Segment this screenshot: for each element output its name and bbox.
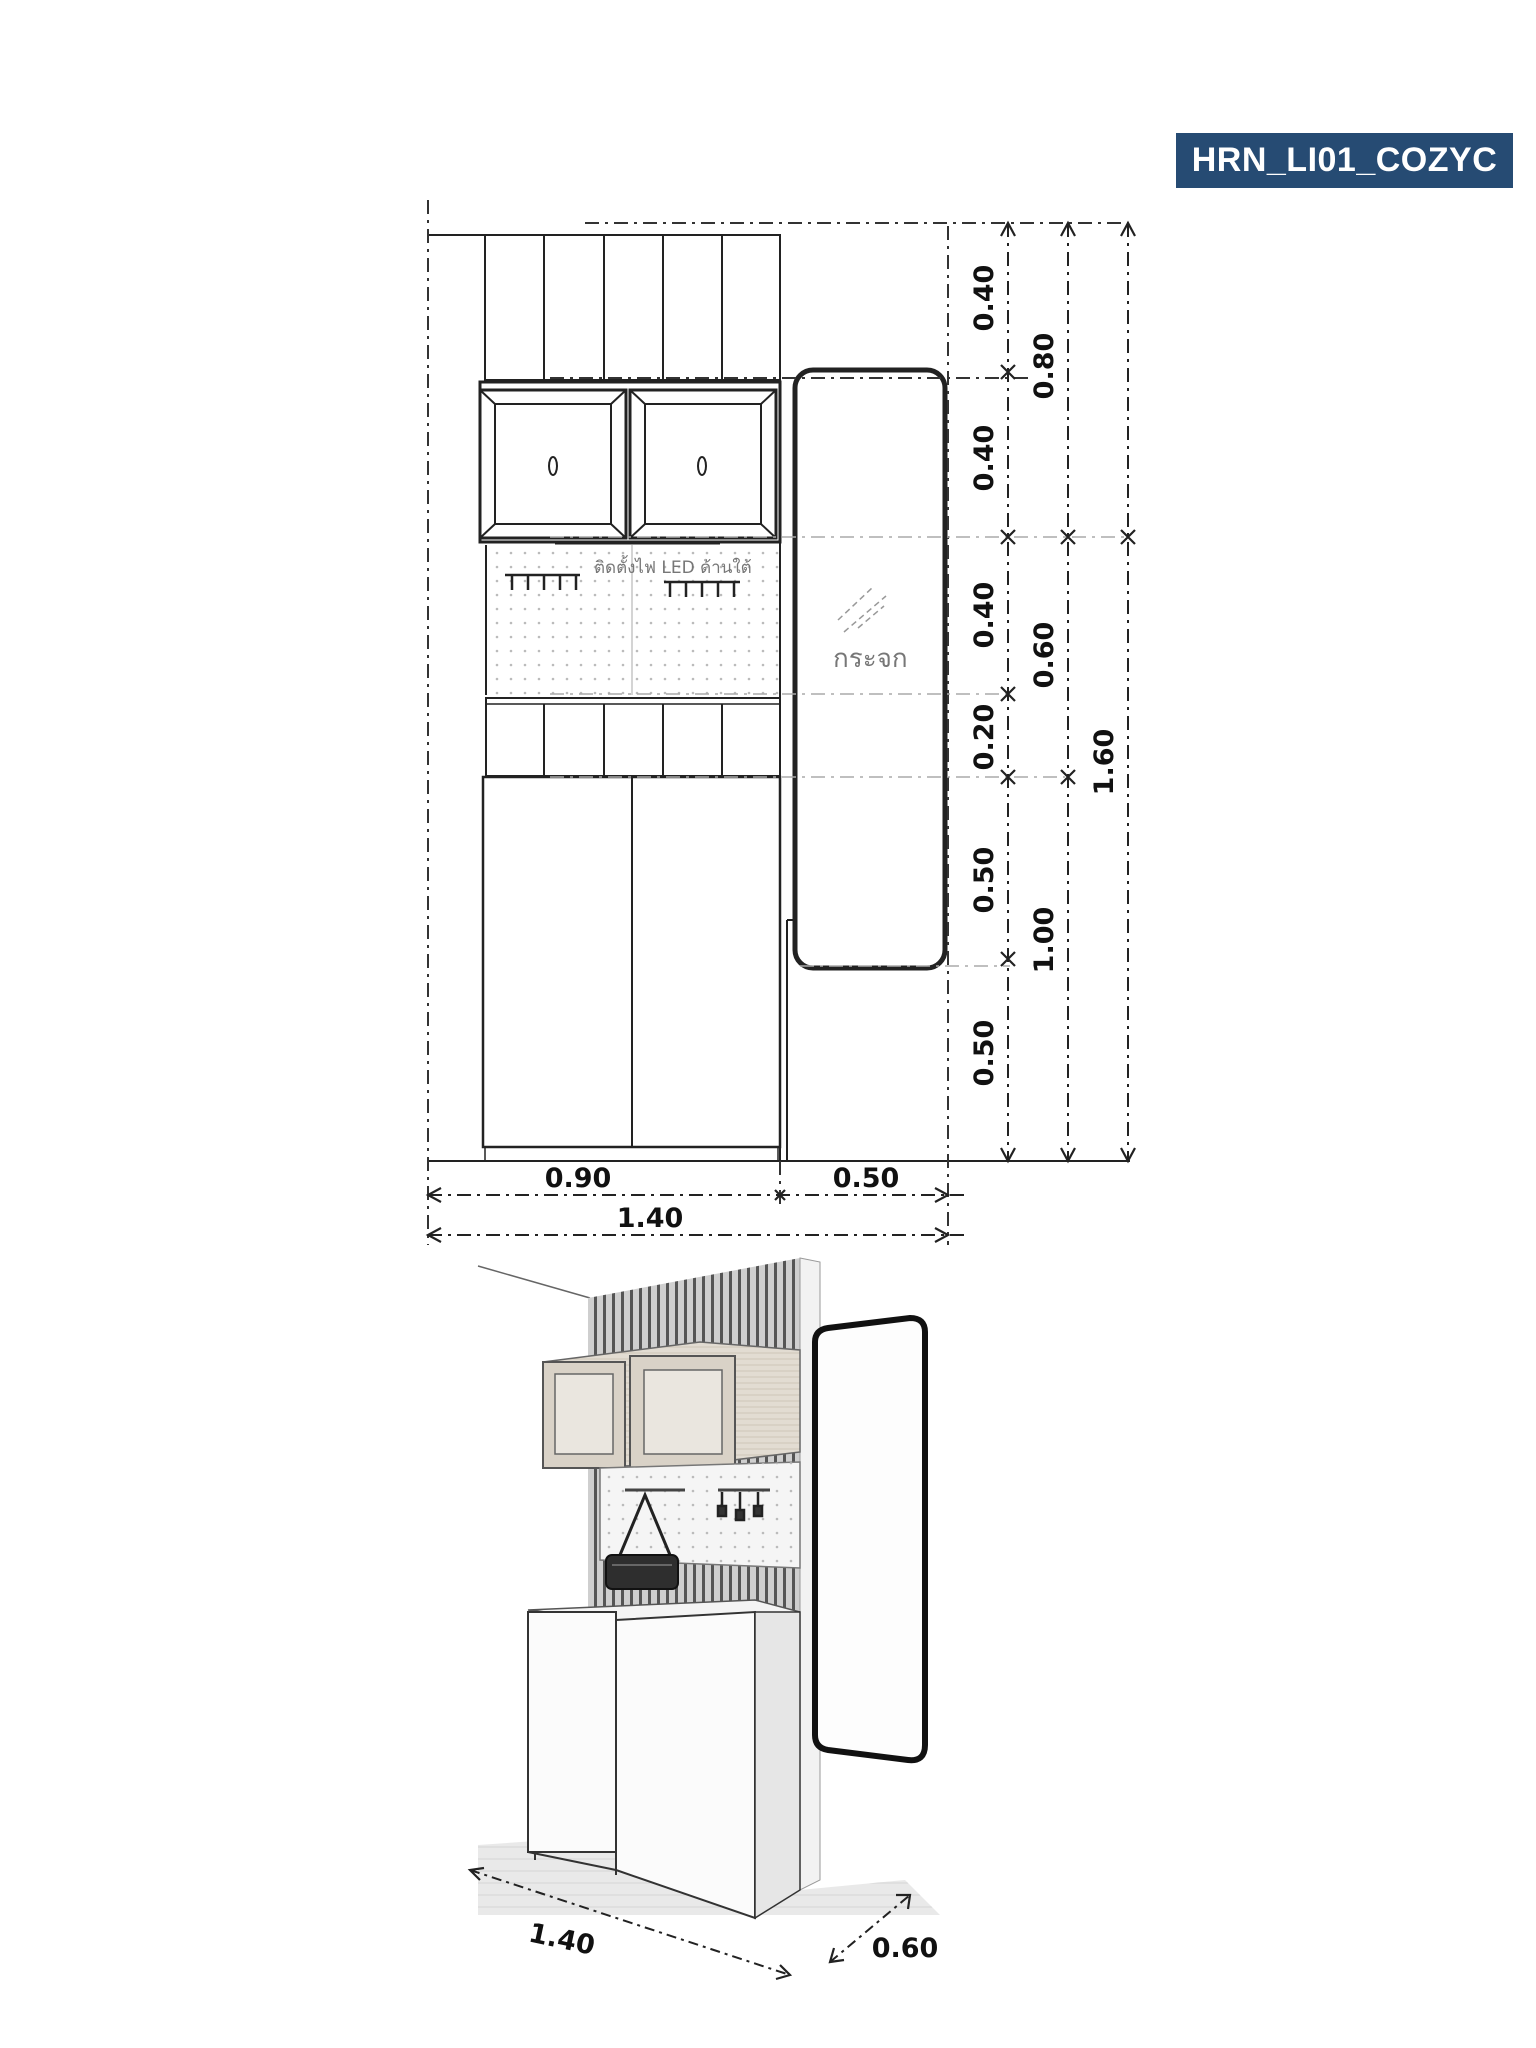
width-total-label: 1.40 <box>617 1203 684 1234</box>
perspective-view: 1.40 0.60 <box>467 1257 940 1981</box>
elevation-drawing <box>428 234 1130 1162</box>
perspective-dim-arrows <box>467 1866 912 1981</box>
dim-label: 1.60 <box>1089 729 1120 796</box>
dim-label: 0.40 <box>969 582 1000 649</box>
width-cabinet-label: 0.90 <box>545 1163 612 1194</box>
inner-dim-labels: 0.40 0.40 0.40 0.20 0.50 0.50 <box>969 265 1000 1087</box>
pegboard-perspective <box>599 1461 801 1569</box>
mirror-perspective <box>812 1314 928 1764</box>
dim-label: 0.80 <box>1029 333 1060 400</box>
vertical-dim-lines <box>1007 223 1129 1161</box>
shoe-cabinet-perspective <box>527 1599 801 1920</box>
perspective-depth-label: 0.60 <box>872 1933 939 1964</box>
width-mirror-label: 0.50 <box>833 1163 900 1194</box>
keys-icon <box>716 1492 764 1522</box>
product-code-badge: HRN_LI01_COZYC <box>1176 133 1513 188</box>
dim-label: 0.40 <box>969 425 1000 492</box>
pegboard-panel <box>485 545 780 695</box>
perspective-dim-lines <box>469 1869 911 1976</box>
dim-label: 0.50 <box>969 847 1000 914</box>
hook-rail-left <box>505 573 580 590</box>
bag-icon <box>605 1491 679 1590</box>
horizontal-dim-lines <box>428 1194 970 1236</box>
shoe-cabinet-elevation <box>481 775 782 1162</box>
upper-wall-cabinet <box>478 380 782 545</box>
horizontal-dim-ticks <box>425 1187 951 1243</box>
dim-label: 1.00 <box>1029 907 1060 974</box>
middle-slat-band <box>485 697 781 777</box>
dim-ticks <box>1000 220 1136 1164</box>
dim-label: 0.50 <box>969 1020 1000 1087</box>
hook-rail-right <box>664 580 740 597</box>
middle-dim-labels: 0.80 0.60 1.00 <box>1029 333 1060 974</box>
dim-label: 0.40 <box>969 265 1000 332</box>
outer-dim-labels: 1.60 <box>1089 729 1120 796</box>
dim-label: 0.20 <box>969 704 1000 771</box>
mirror-elevation <box>792 367 948 971</box>
dim-label: 0.60 <box>1029 622 1060 689</box>
mirror-label: กระจก <box>833 644 908 674</box>
dimension-guides <box>427 200 1128 1245</box>
perspective-width-label: 1.40 <box>526 1918 598 1962</box>
upper-cabinet-perspective <box>542 1341 801 1474</box>
level-guides <box>550 536 1130 967</box>
led-note: ติดตั้งไฟ LED ด้านใต้ <box>594 555 752 578</box>
